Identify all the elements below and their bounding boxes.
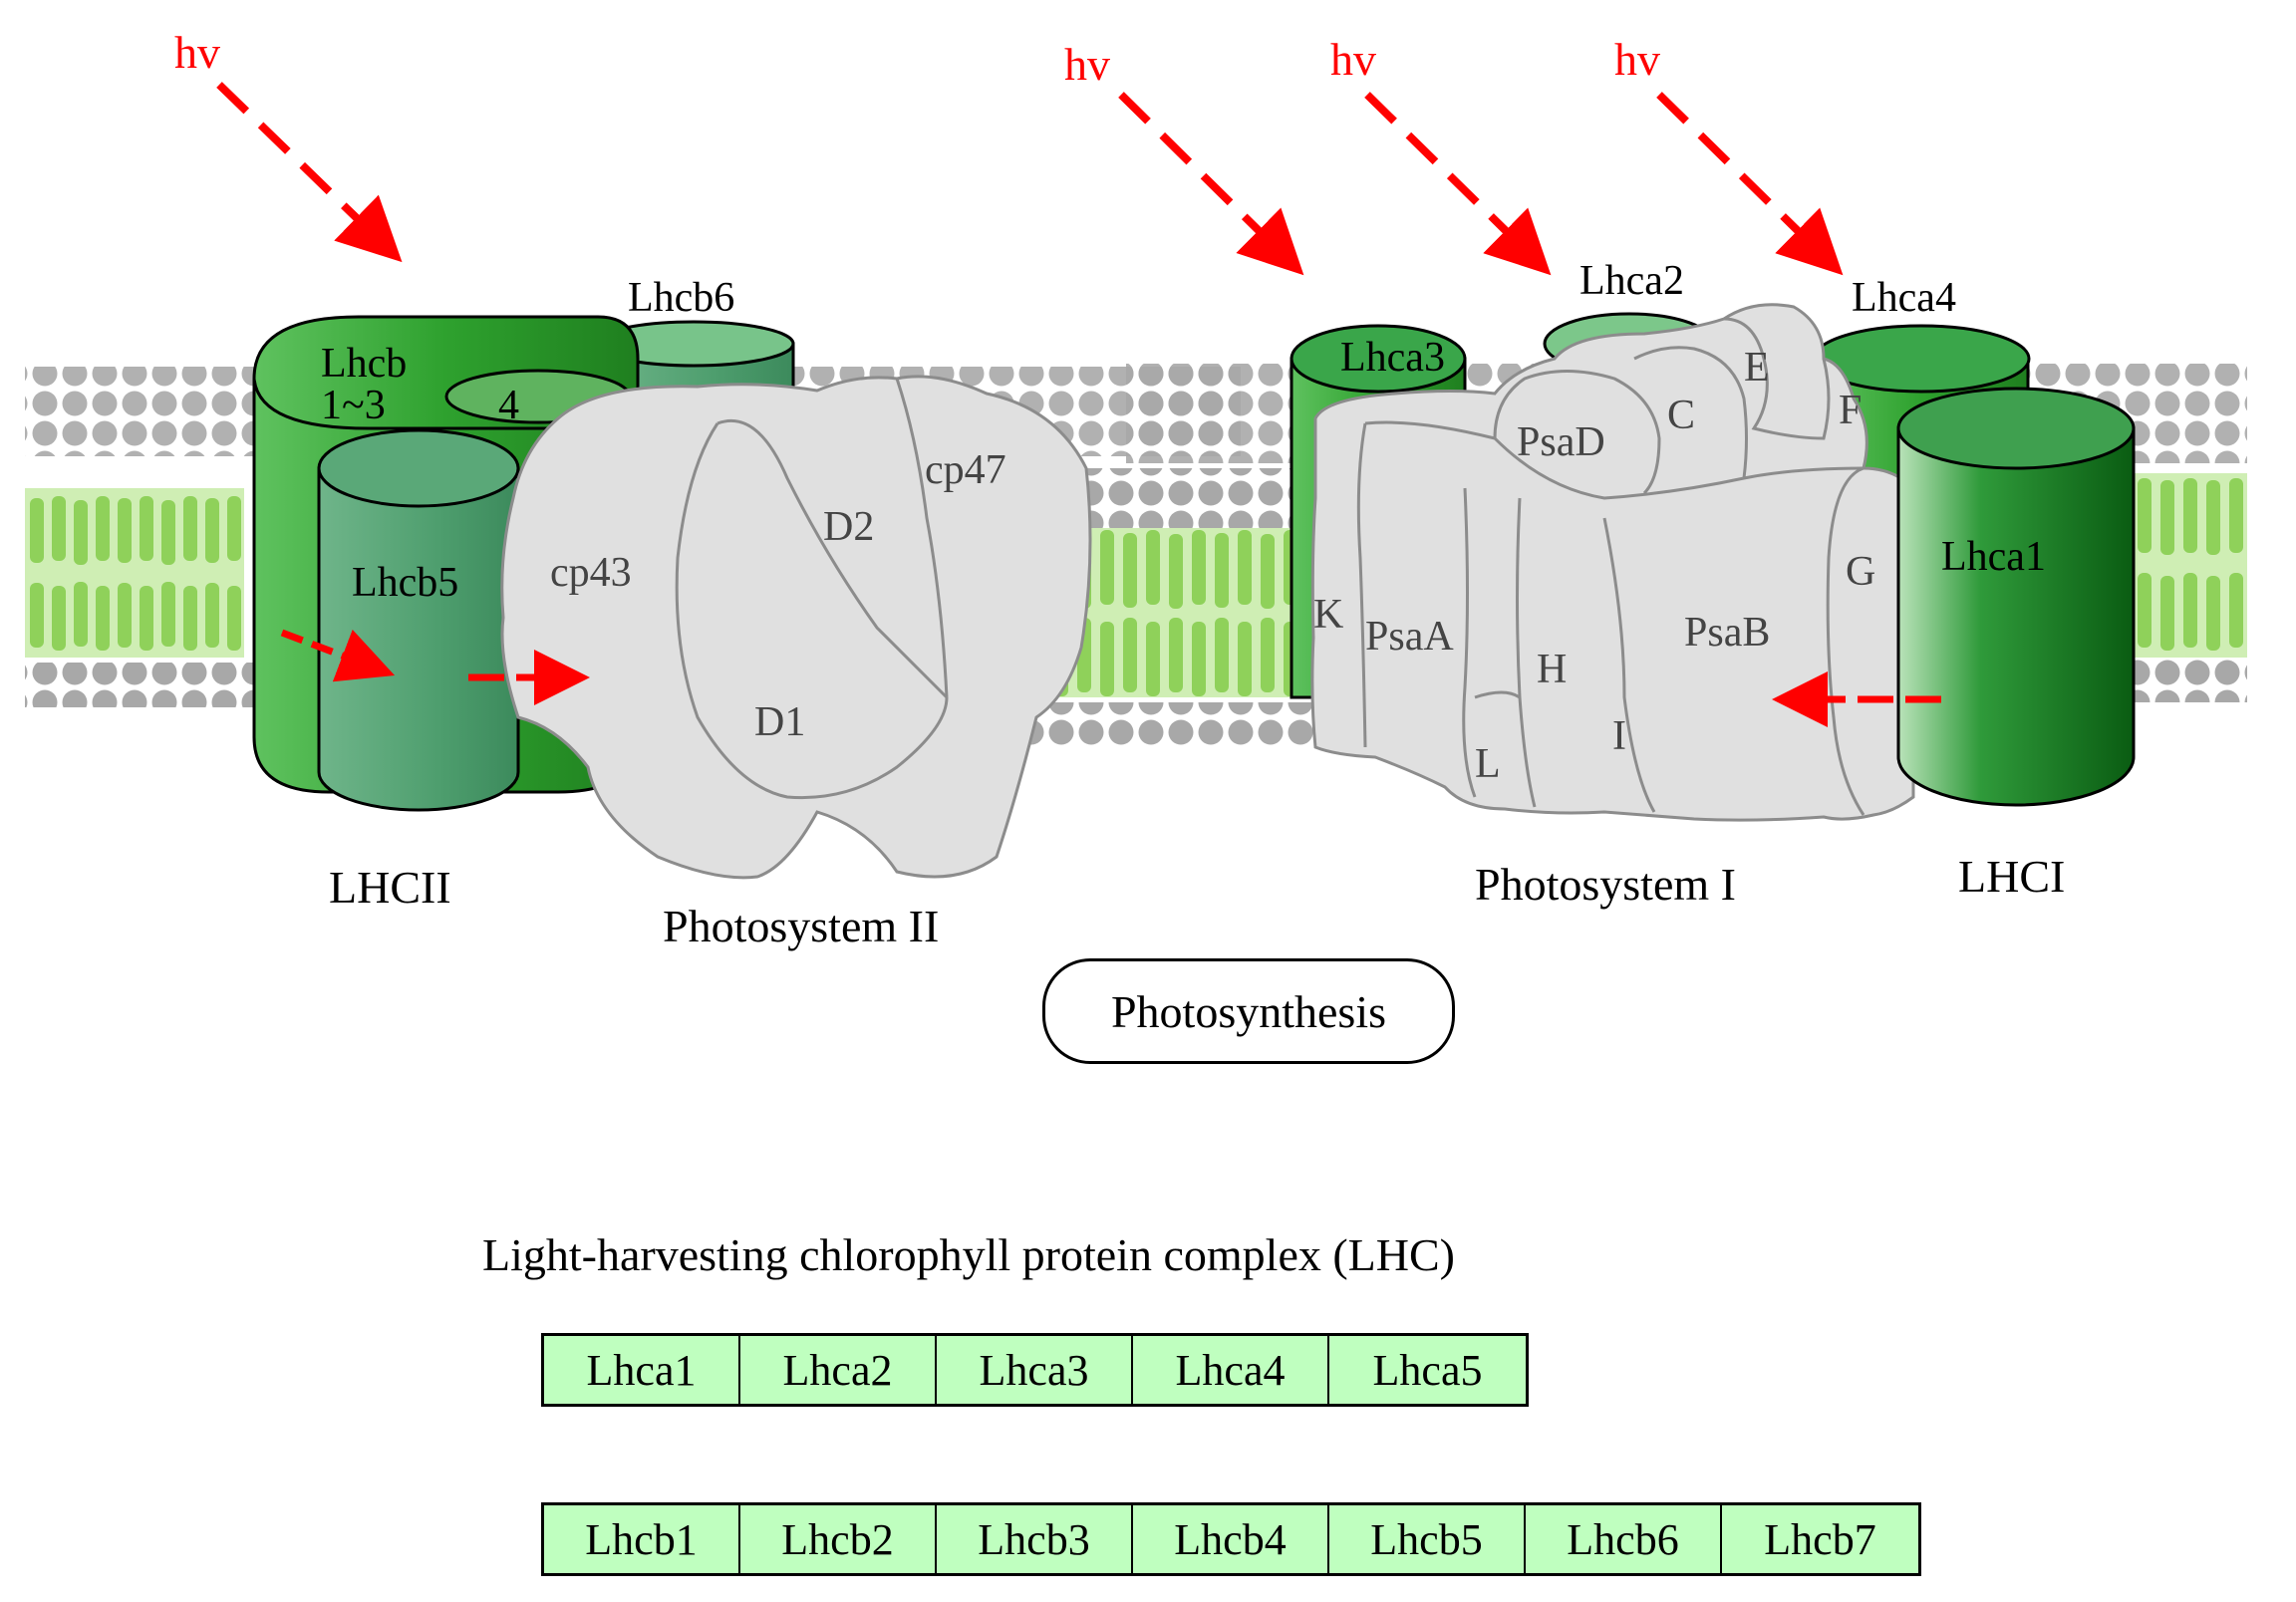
lhca1-cylinder[interactable] bbox=[1896, 387, 2136, 807]
lhc-table-title: Light-harvesting chlorophyll protein com… bbox=[482, 1229, 1455, 1280]
label-psad: PsaD bbox=[1517, 419, 1605, 465]
light-arrow-psi-1 bbox=[1118, 92, 1304, 276]
label-lhca4: Lhca4 bbox=[1852, 275, 1956, 321]
label-psaf: F bbox=[1839, 388, 1862, 433]
label-photosystem-ii: Photosystem II bbox=[663, 901, 939, 951]
label-lhcb1-3-b: 1~3 bbox=[321, 383, 386, 428]
hv-label-2: hv bbox=[1064, 39, 1110, 90]
gene-box-lhcb7[interactable]: Lhcb7 bbox=[1722, 1505, 1918, 1573]
gene-box-lhcb4[interactable]: Lhcb4 bbox=[1133, 1505, 1329, 1573]
gene-box-lhca1[interactable]: Lhca1 bbox=[544, 1336, 740, 1404]
photosystem-i-complex[interactable] bbox=[1310, 303, 1915, 822]
label-psah: H bbox=[1537, 647, 1567, 692]
label-psab: PsaB bbox=[1684, 610, 1770, 656]
label-cp43: cp43 bbox=[550, 550, 632, 596]
hv-label-3: hv bbox=[1330, 34, 1376, 85]
lhca-gene-row: Lhca1 Lhca2 Lhca3 Lhca4 Lhca5 bbox=[541, 1333, 1529, 1407]
label-psal: L bbox=[1475, 741, 1501, 787]
hv-label-1: hv bbox=[174, 27, 220, 78]
gene-box-lhca2[interactable]: Lhca2 bbox=[740, 1336, 937, 1404]
label-photosystem-i: Photosystem I bbox=[1475, 859, 1736, 910]
gene-box-lhcb5[interactable]: Lhcb5 bbox=[1329, 1505, 1526, 1573]
photosystem-ii-complex[interactable] bbox=[500, 375, 1092, 880]
label-lhca1: Lhca1 bbox=[1941, 534, 2046, 580]
hv-label-4: hv bbox=[1614, 34, 1660, 85]
lipid-tails-right bbox=[2133, 473, 2247, 658]
gene-box-lhcb2[interactable]: Lhcb2 bbox=[740, 1505, 937, 1573]
label-psaa: PsaA bbox=[1365, 614, 1454, 660]
gene-box-lhcb6[interactable]: Lhcb6 bbox=[1526, 1505, 1722, 1573]
gene-box-lhca4[interactable]: Lhca4 bbox=[1133, 1336, 1329, 1404]
label-lhci: LHCI bbox=[1958, 851, 2065, 902]
label-d2: D2 bbox=[823, 504, 874, 550]
transfer-arrows bbox=[280, 629, 1941, 727]
light-arrow-lhcii bbox=[216, 82, 403, 263]
gene-box-lhcb1[interactable]: Lhcb1 bbox=[544, 1505, 740, 1573]
label-psak: K bbox=[1313, 592, 1343, 638]
label-lhcii: LHCII bbox=[329, 862, 451, 913]
label-lhca2: Lhca2 bbox=[1579, 258, 1684, 304]
label-lhcb6: Lhcb6 bbox=[628, 275, 734, 321]
label-psag: G bbox=[1846, 549, 1875, 595]
gene-box-lhca5[interactable]: Lhca5 bbox=[1329, 1336, 1526, 1404]
light-arrows bbox=[216, 82, 1844, 276]
label-d1: D1 bbox=[754, 699, 805, 745]
label-cp47: cp47 bbox=[925, 447, 1006, 493]
lhcb5-cylinder[interactable] bbox=[317, 428, 520, 812]
label-psac: C bbox=[1667, 393, 1695, 438]
label-lhcb4: 4 bbox=[498, 383, 519, 428]
label-lhca3: Lhca3 bbox=[1340, 335, 1445, 381]
gene-box-lhcb3[interactable]: Lhcb3 bbox=[937, 1505, 1133, 1573]
light-arrow-psi-2 bbox=[1364, 92, 1552, 276]
transfer-arrow-lhcb5 bbox=[280, 629, 396, 682]
label-psae: E bbox=[1744, 345, 1770, 391]
gene-box-lhca3[interactable]: Lhca3 bbox=[937, 1336, 1133, 1404]
photosynthesis-pathway-link[interactable]: Photosynthesis bbox=[1042, 958, 1455, 1064]
label-psai: I bbox=[1612, 713, 1626, 759]
lhcb-gene-row: Lhcb1 Lhcb2 Lhcb3 Lhcb4 Lhcb5 Lhcb6 Lhcb… bbox=[541, 1502, 1921, 1576]
label-lhcb1-3-a: Lhcb bbox=[321, 341, 407, 387]
light-arrow-psi-3 bbox=[1656, 92, 1844, 276]
label-lhcb5: Lhcb5 bbox=[352, 560, 458, 606]
lipid-tails-left bbox=[25, 488, 244, 658]
